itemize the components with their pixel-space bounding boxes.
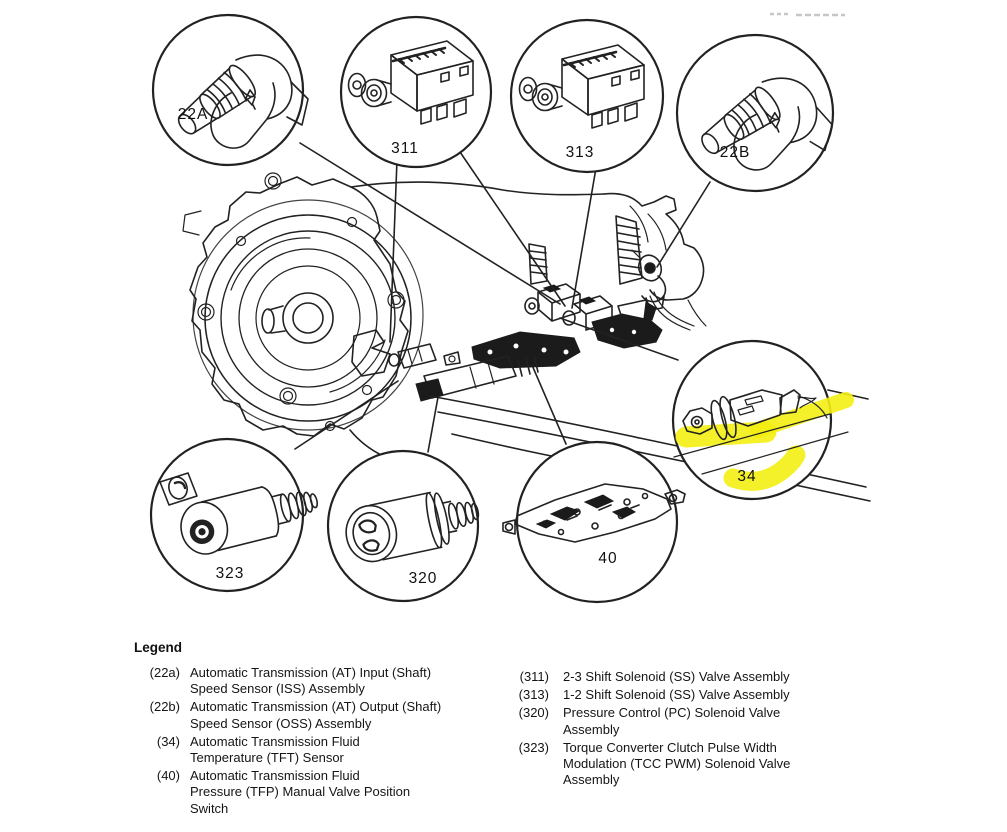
leader-lines [294,142,711,453]
callout-label-40: 40 [598,550,617,567]
callout-320: 320 [326,449,485,603]
ribbed-boot-left [528,243,548,285]
scan-artifact [770,12,845,17]
callout-323: 323 [149,437,323,593]
legend-title: Legend [134,640,183,655]
callout-22b: 22B [675,33,836,193]
case-top-edge [350,181,605,196]
legend-item-22b: (22b) Automatic Transmission (AT) Output… [149,699,442,731]
bell-housing-flange [189,176,409,437]
leader-22b [656,181,711,268]
transmission-line-art [182,172,871,502]
ribbed-boot-right [615,215,643,285]
legend-item-313: (313) 1-2 Shift Solenoid (SS) Valve Asse… [518,687,790,703]
solenoid-cluster-in-place [524,283,657,331]
legend-item-34: (34) Automatic Transmission Fluid Temper… [156,733,360,766]
valve-body-in-place [591,313,663,349]
callout-22a: 22A [151,13,309,167]
callout-label-323: 323 [216,565,245,582]
callout-311: 311 [339,15,493,169]
legend-left-column: (22a) Automatic Transmission (AT) Input … [134,665,499,819]
callout-40: 40 [502,440,686,604]
leader-22a [299,142,561,305]
leader-323 [294,380,399,450]
tail-housing [603,192,707,327]
leader-311 [389,159,398,343]
lower-solenoids-in-place [351,329,539,402]
callout-34-highlighted: 34 [671,339,854,501]
leader-40 [531,364,567,445]
legend-item-40: (40) Automatic Transmission Fluid Pressu… [156,768,411,816]
wiring-harness [649,291,695,331]
legend-right-column: (311) 2-3 Shift Solenoid (SS) Valve Asse… [503,669,833,790]
callout-label-311: 311 [391,140,419,157]
callout-label-22b: 22B [720,144,751,161]
leader-313 [571,167,597,309]
callout-label-320: 320 [409,570,438,587]
callout-label-22a: 22A [178,106,209,123]
callout-label-313: 313 [566,144,595,161]
legend-item-311: (311) 2-3 Shift Solenoid (SS) Valve Asse… [519,669,790,684]
legend-item-22a: (22a) Automatic Transmission (AT) Input … [149,665,432,697]
legend-item-323: (323) Torque Converter Clutch Pulse Widt… [518,739,791,788]
leader-320 [427,396,439,453]
callout-313: 313 [509,18,665,174]
callout-label-34: 34 [737,468,756,485]
torque-converter [204,214,412,422]
tft-sensor-drawing [682,389,817,441]
legend-item-320: (320) Pressure Control (PC) Solenoid Val… [518,705,781,737]
leader-311b [459,151,566,307]
tfp-plate-in-place [443,331,581,369]
